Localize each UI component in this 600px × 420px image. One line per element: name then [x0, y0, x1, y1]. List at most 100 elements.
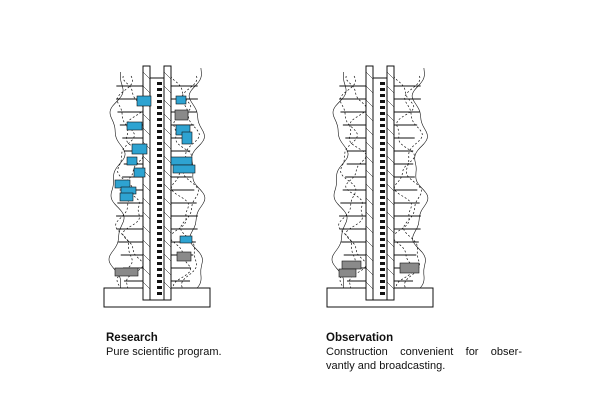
- brace-line: [142, 71, 151, 80]
- stair-step: [157, 292, 162, 295]
- brace-line: [386, 113, 395, 122]
- stair-step: [380, 214, 385, 217]
- brace-line: [365, 267, 374, 276]
- envelope-curve: [180, 75, 200, 289]
- column-bracing: [365, 71, 395, 290]
- stair-step: [157, 178, 162, 181]
- stair-step: [157, 268, 162, 271]
- research-module: [126, 156, 138, 166]
- stair-step: [157, 136, 162, 139]
- stair-step: [380, 256, 385, 259]
- brace-line: [163, 225, 172, 234]
- envelope-outline-left: [331, 72, 349, 288]
- research-module: [136, 95, 152, 107]
- brace-line: [142, 253, 151, 262]
- brace-line: [386, 155, 395, 164]
- stair-step: [380, 238, 385, 241]
- research-module: [179, 235, 193, 244]
- stair-step: [380, 142, 385, 145]
- stair-step: [380, 184, 385, 187]
- stair-step: [157, 100, 162, 103]
- stair-step: [380, 232, 385, 235]
- research-module: [181, 131, 193, 145]
- brace-line: [142, 127, 151, 136]
- brace-line: [386, 169, 395, 178]
- envelope-curve: [345, 75, 367, 289]
- research-module: [175, 95, 187, 105]
- core-stairs: [157, 82, 162, 295]
- brace-line: [142, 267, 151, 276]
- brace-line: [365, 141, 374, 150]
- brace-line: [365, 169, 374, 178]
- brace-line: [163, 85, 172, 94]
- elevator-shaft: [372, 77, 388, 301]
- brace-line: [142, 211, 151, 220]
- stair-step: [380, 262, 385, 265]
- stair-step: [157, 154, 162, 157]
- observation-title: Observation: [326, 332, 394, 344]
- brace-line: [365, 253, 374, 262]
- stair-step: [380, 118, 385, 121]
- brace-line: [163, 253, 172, 262]
- stair-step: [380, 130, 385, 133]
- stair-step: [157, 142, 162, 145]
- stair-step: [380, 82, 385, 85]
- brace-line: [365, 113, 374, 122]
- research-module: [119, 192, 134, 202]
- brace-line: [386, 253, 395, 262]
- brace-line: [365, 155, 374, 164]
- brace-line: [386, 239, 395, 248]
- brace-line: [163, 197, 172, 206]
- stair-step: [157, 208, 162, 211]
- core-stairs: [380, 82, 385, 295]
- stair-step: [157, 130, 162, 133]
- research-module: [172, 164, 196, 174]
- utility-module: [174, 109, 189, 121]
- brace-line: [386, 99, 395, 108]
- brace-line: [163, 281, 172, 290]
- stair-step: [157, 112, 162, 115]
- brace-line: [386, 183, 395, 192]
- observation-tower-drawing: [326, 65, 434, 308]
- stair-step: [380, 94, 385, 97]
- utility-module: [341, 260, 362, 270]
- research-description: Pure scientific program.: [106, 346, 222, 358]
- envelope-curve: [403, 75, 423, 289]
- research-module: [131, 143, 148, 155]
- brace-line: [163, 71, 172, 80]
- stair-step: [380, 226, 385, 229]
- brace-line: [142, 183, 151, 192]
- stair-step: [380, 88, 385, 91]
- envelope-curves: [115, 75, 200, 289]
- stair-step: [157, 160, 162, 163]
- stair-step: [157, 226, 162, 229]
- brace-line: [163, 211, 172, 220]
- stair-step: [157, 274, 162, 277]
- envelope-outline-right: [411, 67, 429, 289]
- stair-step: [157, 238, 162, 241]
- stair-step: [380, 106, 385, 109]
- brace-line: [386, 197, 395, 206]
- stair-step: [380, 250, 385, 253]
- stair-step: [380, 148, 385, 151]
- stair-step: [380, 160, 385, 163]
- stair-step: [157, 202, 162, 205]
- stair-step: [157, 184, 162, 187]
- stair-step: [157, 232, 162, 235]
- floor-lines: [339, 85, 421, 282]
- brace-line: [365, 127, 374, 136]
- stair-step: [380, 268, 385, 271]
- brace-line: [365, 281, 374, 290]
- stair-step: [157, 220, 162, 223]
- stair-step: [380, 190, 385, 193]
- envelope-curves: [338, 75, 423, 289]
- brace-line: [163, 183, 172, 192]
- stair-step: [157, 88, 162, 91]
- brace-line: [386, 225, 395, 234]
- envelope-curve: [115, 75, 135, 289]
- utility-module: [114, 267, 139, 277]
- brace-line: [365, 183, 374, 192]
- envelope-curve: [338, 75, 358, 289]
- stair-step: [157, 250, 162, 253]
